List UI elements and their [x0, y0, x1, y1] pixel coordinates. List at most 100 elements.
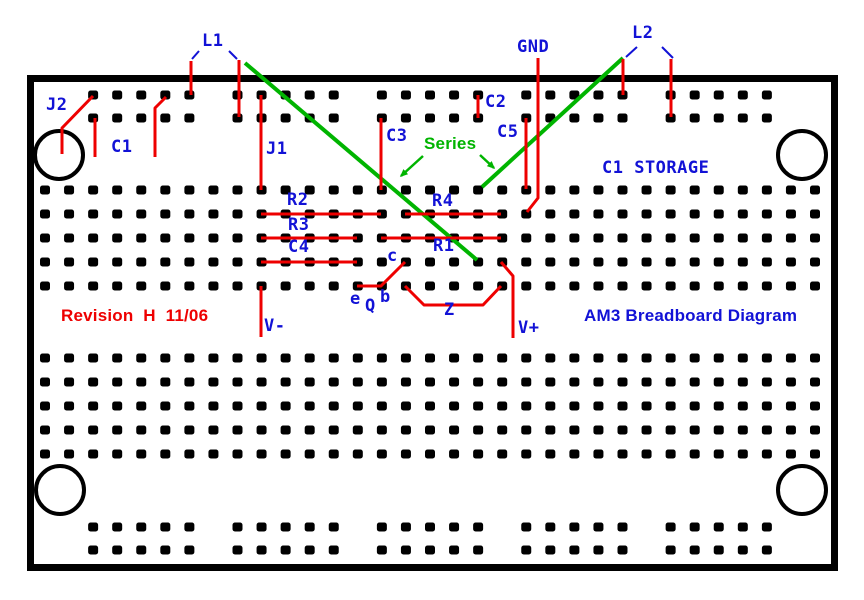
breadboard-hole: [352, 257, 363, 267]
breadboard-hole: [425, 185, 435, 195]
breadboard-hole: [376, 90, 387, 100]
breadboard-hole: [689, 522, 700, 532]
breadboard-hole: [64, 449, 75, 459]
breadboard-hole: [64, 185, 75, 195]
breadboard-hole: [810, 233, 820, 243]
breadboard-hole: [737, 449, 748, 459]
breadboard-hole: [617, 522, 628, 532]
breadboard-hole: [785, 377, 796, 387]
breadboard-hole: [136, 281, 147, 291]
breadboard-hole: [593, 401, 604, 411]
breadboard-hole: [737, 401, 748, 411]
breadboard-hole: [112, 185, 123, 195]
breadboard-hole: [256, 353, 267, 363]
breadboard-hole: [280, 449, 291, 459]
breadboard-hole: [449, 257, 460, 267]
breadboard-hole: [473, 401, 484, 411]
breadboard-hole: [256, 401, 267, 411]
breadboard-hole: [593, 425, 604, 435]
breadboard-hole: [473, 353, 484, 363]
breadboard-hole: [617, 377, 628, 387]
breadboard-hole: [617, 185, 628, 195]
breadboard-hole: [545, 522, 556, 532]
breadboard-hole: [569, 209, 580, 219]
breadboard-hole: [160, 209, 171, 219]
breadboard-hole: [521, 281, 532, 291]
breadboard-hole: [328, 522, 339, 532]
breadboard-hole: [593, 233, 604, 243]
breadboard-hole: [232, 522, 243, 532]
breadboard-dot-grid: [40, 90, 820, 555]
breadboard-hole: [689, 90, 700, 100]
breadboard-hole: [64, 425, 75, 435]
breadboard-hole: [280, 425, 291, 435]
breadboard-hole: [136, 209, 147, 219]
breadboard-hole: [713, 353, 724, 363]
breadboard-hole: [64, 233, 75, 243]
breadboard-hole: [473, 545, 484, 555]
breadboard-hole: [569, 522, 580, 532]
breadboard-hole: [713, 257, 724, 267]
breadboard-hole: [136, 185, 147, 195]
breadboard-hole: [689, 425, 700, 435]
series-arrow-left: [399, 155, 424, 178]
breadboard-hole: [352, 401, 363, 411]
breadboard-hole: [569, 377, 580, 387]
breadboard-hole: [280, 545, 291, 555]
breadboard-hole: [160, 233, 171, 243]
breadboard-hole: [569, 449, 580, 459]
breadboard-hole: [761, 353, 772, 363]
breadboard-hole: [88, 449, 99, 459]
breadboard-hole: [449, 545, 460, 555]
breadboard-hole: [689, 401, 700, 411]
breadboard-hole: [425, 90, 435, 100]
l2-leader-left: [625, 46, 638, 58]
breadboard-hole: [280, 353, 291, 363]
breadboard-hole: [112, 209, 123, 219]
breadboard-hole: [713, 209, 724, 219]
breadboard-hole: [160, 425, 171, 435]
breadboard-hole: [737, 90, 748, 100]
breadboard-hole: [473, 425, 484, 435]
mount-hole-0: [33, 129, 85, 181]
breadboard-hole: [352, 425, 363, 435]
breadboard-hole: [160, 281, 171, 291]
breadboard-hole: [641, 257, 652, 267]
breadboard-hole: [737, 113, 748, 123]
breadboard-hole: [64, 257, 75, 267]
breadboard-hole: [689, 353, 700, 363]
breadboard-hole: [569, 281, 580, 291]
breadboard-hole: [449, 185, 460, 195]
breadboard-hole: [160, 522, 171, 532]
breadboard-hole: [256, 425, 267, 435]
breadboard-hole: [497, 209, 508, 219]
breadboard-hole: [449, 522, 460, 532]
component-wires: [60, 46, 674, 338]
breadboard-hole: [304, 545, 315, 555]
breadboard-hole: [593, 353, 604, 363]
breadboard-hole: [232, 209, 243, 219]
breadboard-hole: [112, 425, 123, 435]
breadboard-hole: [689, 257, 700, 267]
breadboard-hole: [521, 185, 532, 195]
breadboard-hole: [761, 401, 772, 411]
breadboard-hole: [713, 90, 724, 100]
breadboard-hole: [376, 377, 387, 387]
breadboard-hole: [40, 353, 50, 363]
breadboard-hole: [112, 257, 123, 267]
breadboard-hole: [617, 113, 628, 123]
breadboard-hole: [184, 545, 195, 555]
breadboard-hole: [376, 209, 387, 219]
breadboard-hole: [785, 233, 796, 243]
breadboard-hole: [400, 113, 411, 123]
breadboard-hole: [761, 185, 772, 195]
breadboard-hole: [232, 281, 243, 291]
breadboard-hole: [497, 425, 508, 435]
breadboard-hole: [160, 377, 171, 387]
breadboard-hole: [521, 545, 532, 555]
breadboard-hole: [88, 185, 99, 195]
breadboard-hole: [400, 425, 411, 435]
breadboard-hole: [112, 449, 123, 459]
breadboard-hole: [208, 281, 219, 291]
breadboard-hole: [641, 209, 652, 219]
